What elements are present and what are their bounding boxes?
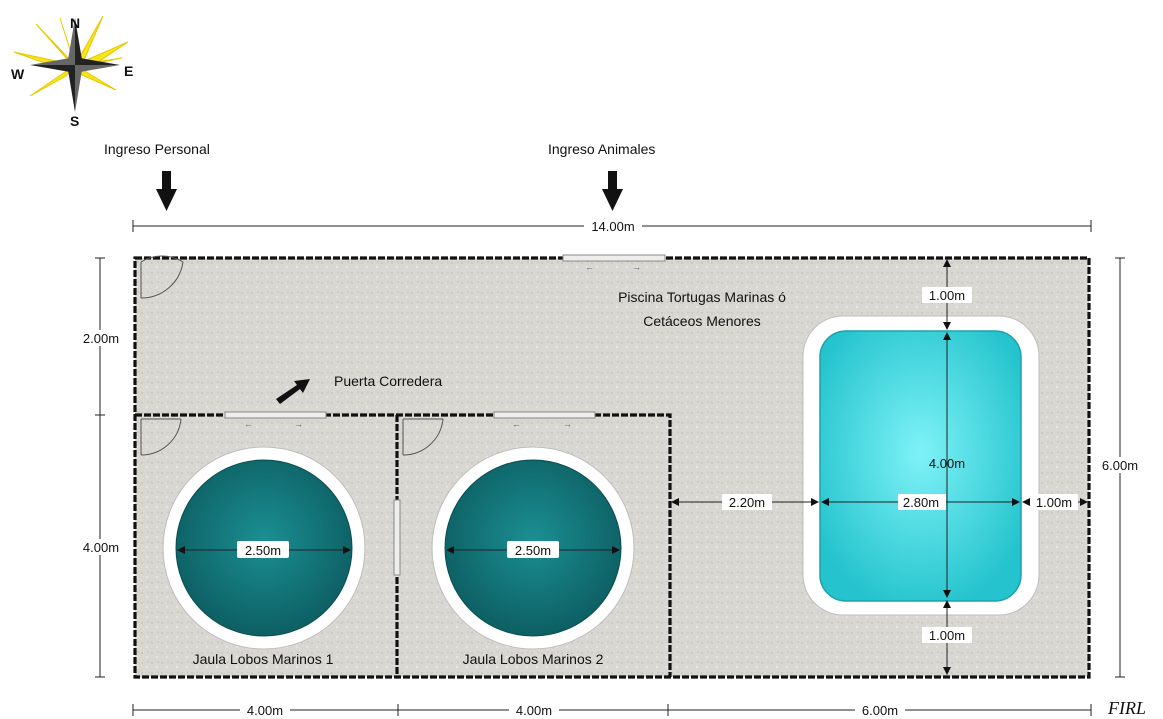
ingreso-personal-label: Ingreso Personal <box>104 141 210 157</box>
dim-total-width: 14.00m <box>132 218 1092 234</box>
dim-left: 2.00m 4.00m <box>76 257 126 678</box>
dim-bottom-3-text: 6.00m <box>862 703 898 718</box>
sliding-door-cage1: ← → <box>224 411 327 429</box>
compass-rose-icon: N S E W <box>11 15 133 129</box>
sliding-door-cage2: ← → <box>493 411 596 429</box>
ingreso-animales-label: Ingreso Animales <box>548 141 655 157</box>
dim-rect-height-text: 4.00m <box>929 456 965 471</box>
dim-right-text: 6.00m <box>1102 458 1138 473</box>
dim-pool1-diameter: 2.50m <box>177 541 351 558</box>
ingreso-personal-arrow-icon <box>156 171 177 211</box>
dim-rect-bottom-text: 1.00m <box>929 628 965 643</box>
dim-rect-height: 4.00m <box>929 332 965 598</box>
svg-text:←: ← <box>585 262 594 272</box>
jaula1-label: Jaula Lobos Marinos 1 <box>193 651 334 667</box>
piscina-label-line1: Piscina Tortugas Marinas ó <box>618 289 786 305</box>
swing-door-cage1 <box>140 418 182 456</box>
dim-rect-right-gap: 1.00m <box>1022 494 1088 510</box>
svg-text:→: → <box>563 419 572 429</box>
piscina-label-line2: Cetáceos Menores <box>643 313 761 329</box>
puerta-corredera-label: Puerta Corredera <box>334 373 442 389</box>
dim-rect-left-gap: 2.20m <box>671 494 819 510</box>
signature: FIRL <box>1107 698 1146 718</box>
dim-rect-left-gap-text: 2.20m <box>729 495 765 510</box>
dim-rect-top: 1.00m <box>922 259 972 330</box>
sliding-door-top: ← → <box>562 254 666 272</box>
svg-text:→: → <box>632 262 641 272</box>
dim-pool2-text: 2.50m <box>515 543 551 558</box>
svg-text:←: ← <box>244 419 253 429</box>
dim-left-bottom-text: 4.00m <box>83 540 119 555</box>
dim-rect-width: 2.80m <box>821 494 1020 510</box>
jaula2-label: Jaula Lobos Marinos 2 <box>463 651 604 667</box>
dim-pool1-text: 2.50m <box>245 543 281 558</box>
sliding-door-divider <box>393 499 401 576</box>
compass-north: N <box>70 15 80 31</box>
compass-south: S <box>70 113 79 129</box>
cage-wall <box>135 413 672 677</box>
dim-rect-bottom: 1.00m <box>922 600 972 675</box>
dim-pool2-diameter: 2.50m <box>446 541 620 558</box>
ingreso-animales-arrow-icon <box>602 171 623 211</box>
dim-bottom-2-text: 4.00m <box>516 703 552 718</box>
compass-east: E <box>124 63 133 79</box>
dim-bottom: 4.00m 4.00m 6.00m <box>132 702 1092 718</box>
swing-door-cage2 <box>402 418 444 456</box>
rect-pool <box>802 315 1040 616</box>
compass-west: W <box>11 66 25 82</box>
svg-text:→: → <box>294 419 303 429</box>
dim-total-width-text: 14.00m <box>591 219 634 234</box>
dim-rect-width-text: 2.80m <box>903 495 939 510</box>
puerta-corredera-arrow-icon <box>276 379 310 404</box>
dim-rect-right-gap-text: 1.00m <box>1036 495 1072 510</box>
dim-rect-top-text: 1.00m <box>929 288 965 303</box>
dim-bottom-1-text: 4.00m <box>247 703 283 718</box>
dim-left-top-text: 2.00m <box>83 331 119 346</box>
svg-text:←: ← <box>512 419 521 429</box>
dim-right: 6.00m <box>1095 257 1145 678</box>
swing-door-entrance <box>140 255 184 299</box>
